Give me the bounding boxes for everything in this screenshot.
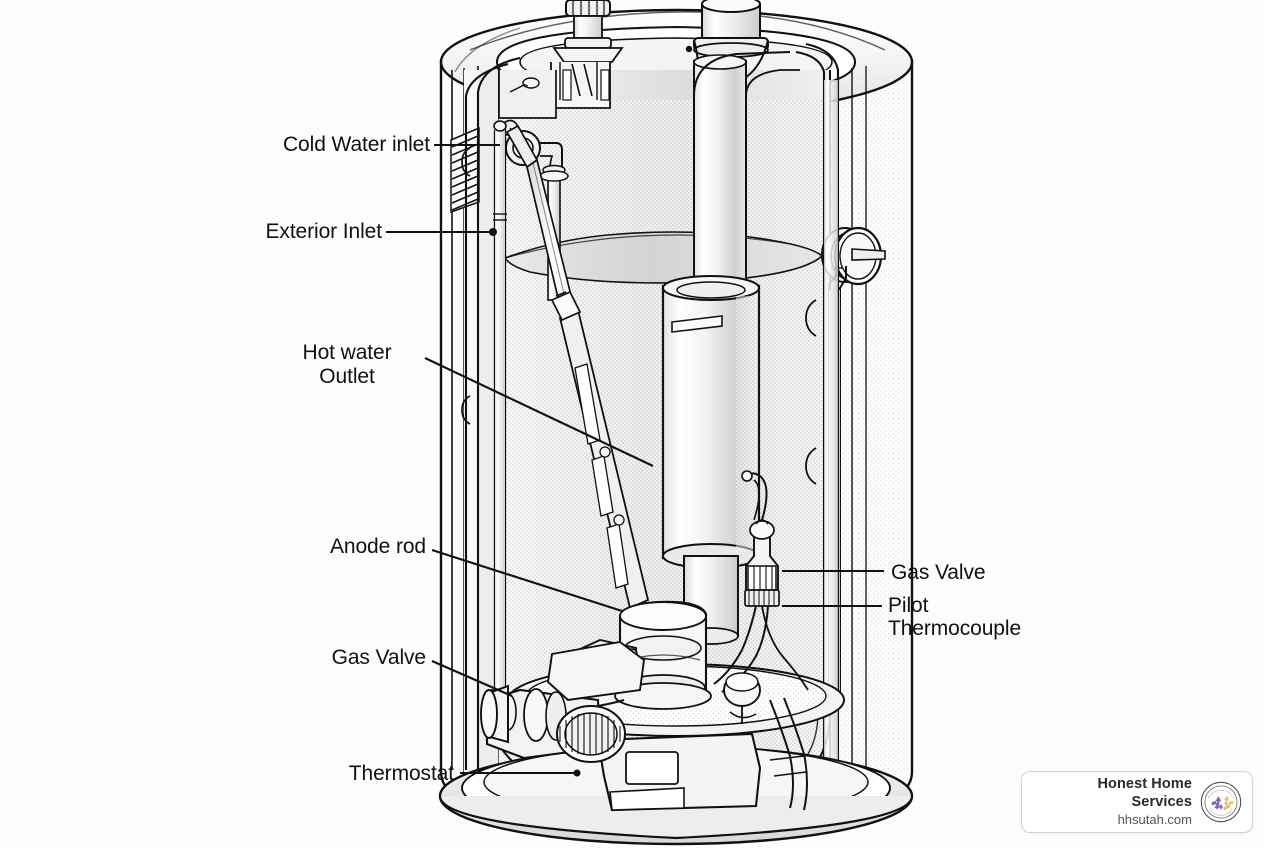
draft-hood-and-top-fittings [498,0,769,119]
flue-pipe [661,39,800,645]
watermark-brand: Honest Home Services [1097,775,1192,811]
exterior-left-piping [461,56,521,774]
callout-cold-water-inlet: Cold Water inlet [282,133,430,156]
flue-outlet-collar [693,0,769,58]
drain-valve [480,684,509,744]
exterior-right-piping [795,42,840,792]
thermostat-well-bracket [550,62,611,109]
callout-anode-rod: Anode rod [329,535,426,558]
callout-gas-valve-right: Gas Valve [891,561,986,584]
watermark-text: Honest Home Services hhsutah.com [1034,775,1200,829]
callout-gas-valve-left: Gas Valve [331,646,427,669]
anode-rod [550,290,650,610]
leader-gas-valve-left [431,660,513,697]
watermark-badge: Honest Home Services hhsutah.com [1021,771,1253,833]
callout-hot-water-outlet-line2: Outlet [319,365,375,388]
top-bracket-plate [498,70,557,119]
callout-leader-lines [386,143,884,775]
watermark-url: hhsutah.com [1117,812,1192,828]
thermostat-dial [556,705,626,763]
callout-pilot-line2: Thermocouple [888,617,1022,640]
top-anode-fitting [552,0,624,63]
leader-hot-water-outlet [424,357,654,467]
callout-exterior-inlet: Exterior Inlet [265,220,383,243]
callout-hot-water-outlet-line1: Hot water [302,341,392,364]
callout-pilot-line1: Pilot [888,594,929,617]
callout-thermostat: Thermostat [348,762,454,785]
honest-home-services-emblem-icon [1200,781,1242,823]
pilot-thermocouple-assembly [713,470,809,811]
leader-anode-rod [431,549,623,612]
